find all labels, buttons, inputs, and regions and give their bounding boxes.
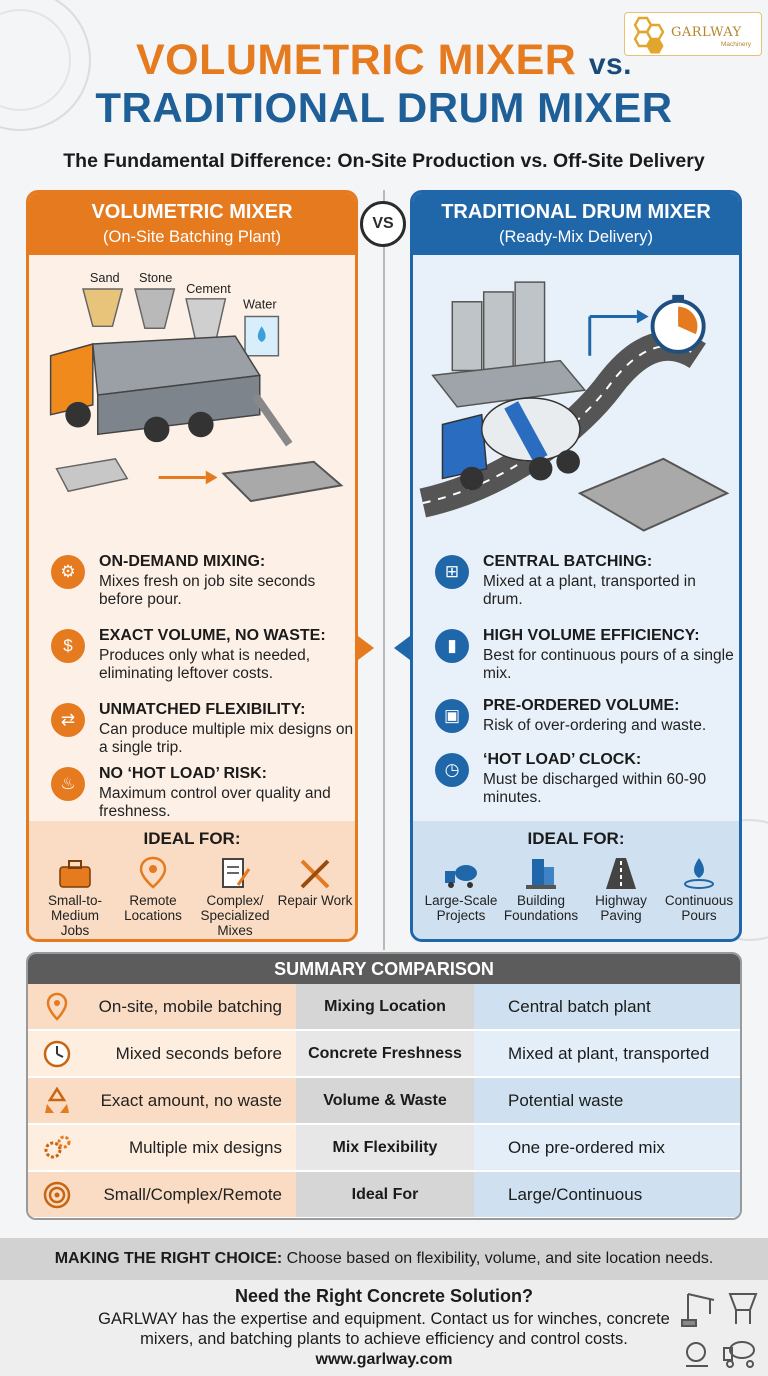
winch-icon (686, 1342, 708, 1367)
feature-title: CENTRAL BATCHING: (483, 553, 653, 570)
gears-icon: ⚙ (51, 555, 85, 589)
ideal-item-highway-paving: Highway Paving (581, 855, 661, 923)
drum-mixer-panel: TRADITIONAL DRUM MIXER (Ready-Mix Delive… (410, 190, 742, 942)
ideal-item-large-projects: Large-Scale Projects (421, 855, 501, 923)
clock-icon: ◷ (435, 753, 469, 787)
title-line-1: VOLUMETRIC MIXER vs. (135, 36, 633, 84)
right-pointer-arrow (394, 636, 410, 660)
building-icon (526, 859, 556, 889)
equipment-icons (681, 1293, 758, 1368)
bar-chart-icon: ▮ (435, 629, 469, 663)
recycle-icon (45, 1086, 69, 1113)
clock-icon (43, 1040, 71, 1068)
hexagon-logo-icon (633, 16, 665, 54)
choice-label: MAKING THE RIGHT CHOICE: (54, 1250, 283, 1267)
drum-mixer-illustration (419, 281, 730, 532)
feature-title: ON-DEMAND MIXING: (99, 553, 266, 570)
ideal-item-building-foundations: Building Foundations (501, 855, 581, 923)
crane-icon (681, 1293, 715, 1327)
vs-badge: VS (360, 201, 406, 247)
feature-title: ‘HOT LOAD’ CLOCK: (483, 751, 642, 768)
table-row: Multiple mix designs Mix Flexibility One… (28, 1125, 740, 1172)
volumetric-mixer-illustration: Sand Stone Cement Water (49, 270, 344, 503)
map-pin-icon (139, 856, 167, 889)
subtitle: The Fundamental Difference: On-Site Prod… (63, 150, 705, 172)
drum-panel-header: TRADITIONAL DRUM MIXER (Ready-Mix Delive… (413, 193, 739, 255)
location-icon (46, 992, 68, 1021)
label-stone: Stone (139, 270, 172, 285)
ideal-item-small-jobs: Small-to-Medium Jobs (35, 855, 115, 938)
table-row: Exact amount, no waste Volume & Waste Po… (28, 1078, 740, 1125)
toolbox-icon (59, 860, 91, 888)
center-divider (383, 190, 385, 950)
table-row: On-site, mobile batching Mixing Location… (28, 984, 740, 1031)
wrench-screwdriver-icon (300, 859, 330, 889)
choice-text: Choose based on flexibility, volume, and… (282, 1250, 714, 1267)
batching-plant-icon (728, 1293, 758, 1324)
title-line-2: TRADITIONAL DRUM MIXER (95, 84, 673, 131)
flame-icon: ♨ (51, 767, 85, 801)
footer-url-link[interactable]: www.garlway.com (315, 1351, 453, 1368)
drum-panel-title: TRADITIONAL DRUM MIXER (441, 201, 711, 223)
volumetric-panel-header: VOLUMETRIC MIXER (On-Site Batching Plant… (29, 193, 355, 255)
volumetric-mixer-panel: VOLUMETRIC MIXER (On-Site Batching Plant… (26, 190, 358, 942)
mixer-truck-icon (723, 1341, 755, 1368)
ideal-item-repair-work: Repair Work (275, 855, 355, 908)
feature-desc: Produces only what is needed, eliminatin… (99, 647, 311, 682)
highway-icon (606, 858, 636, 889)
header: VOLUMETRIC MIXER vs. TRADITIONAL DRUM MI… (0, 0, 768, 185)
volumetric-ideal-for: IDEAL FOR: Small-to-Medium Jobs Remote L… (29, 821, 355, 939)
making-right-choice-banner: MAKING THE RIGHT CHOICE: Choose based on… (0, 1238, 768, 1280)
ideal-item-continuous-pours: Continuous Pours (659, 855, 739, 923)
feature-title: NO ‘HOT LOAD’ RISK: (99, 765, 267, 782)
feature-desc: Must be discharged within 60-90 minutes. (483, 771, 707, 806)
org-chart-icon: ⊞ (435, 555, 469, 589)
money-hand-icon: $ (51, 629, 85, 663)
ideal-for-title: IDEAL FOR: (143, 829, 241, 848)
clipboard-box-icon: ▣ (435, 699, 469, 733)
feature-desc: Can produce multiple mix designs on a si… (99, 721, 354, 756)
ideal-for-title: IDEAL FOR: (527, 829, 625, 848)
feature-desc: Mixed at a plant, transported in drum. (483, 573, 696, 608)
drum-ideal-for: IDEAL FOR: Large-Scale Projects Building… (413, 821, 739, 939)
feature-title: EXACT VOLUME, NO WASTE: (99, 627, 326, 644)
feature-desc: Risk of over-ordering and waste. (483, 717, 707, 734)
footer: Need the Right Concrete Solution? GARLWA… (0, 1280, 768, 1376)
feature-desc: Best for continuous pours of a single mi… (483, 647, 734, 682)
label-water: Water (243, 297, 277, 312)
ideal-item-complex-mixes: Complex/ Specialized Mixes (195, 855, 275, 938)
target-icon (43, 1181, 71, 1209)
feature-title: PRE-ORDERED VOLUME: (483, 697, 680, 714)
summary-comparison-table: SUMMARY COMPARISON On-site, mobile batch… (26, 952, 742, 1220)
volumetric-panel-title: VOLUMETRIC MIXER (91, 201, 293, 223)
table-row: Small/Complex/Remote Ideal For Large/Con… (28, 1172, 740, 1218)
garlway-logo: GARLWAY Machinery (624, 12, 762, 56)
logo-subtext: Machinery (721, 41, 751, 48)
footer-text: GARLWAY has the expertise and equipment.… (98, 1310, 670, 1348)
feature-desc: Maximum control over quality and freshne… (99, 785, 331, 820)
feature-title: UNMATCHED FLEXIBILITY: (99, 701, 306, 718)
ideal-item-remote-locations: Remote Locations (113, 855, 193, 923)
document-pencil-icon (222, 858, 251, 888)
gears-icon (44, 1135, 71, 1159)
water-drop-icon (684, 858, 714, 889)
left-pointer-arrow (358, 636, 374, 660)
table-row: Mixed seconds before Concrete Freshness … (28, 1031, 740, 1078)
feature-desc: Mixes fresh on job site seconds before p… (99, 573, 316, 608)
label-sand: Sand (90, 270, 120, 285)
volumetric-panel-subtitle: (On-Site Batching Plant) (103, 228, 281, 246)
summary-title: SUMMARY COMPARISON (28, 954, 740, 984)
logo-name: GARLWAY (671, 25, 742, 40)
footer-title: Need the Right Concrete Solution? (234, 1286, 533, 1306)
label-cement: Cement (186, 281, 231, 296)
shuffle-icon: ⇄ (51, 703, 85, 737)
drum-panel-subtitle: (Ready-Mix Delivery) (498, 228, 654, 246)
mixer-truck-icon (445, 865, 477, 888)
feature-title: HIGH VOLUME EFFICIENCY: (483, 627, 700, 644)
